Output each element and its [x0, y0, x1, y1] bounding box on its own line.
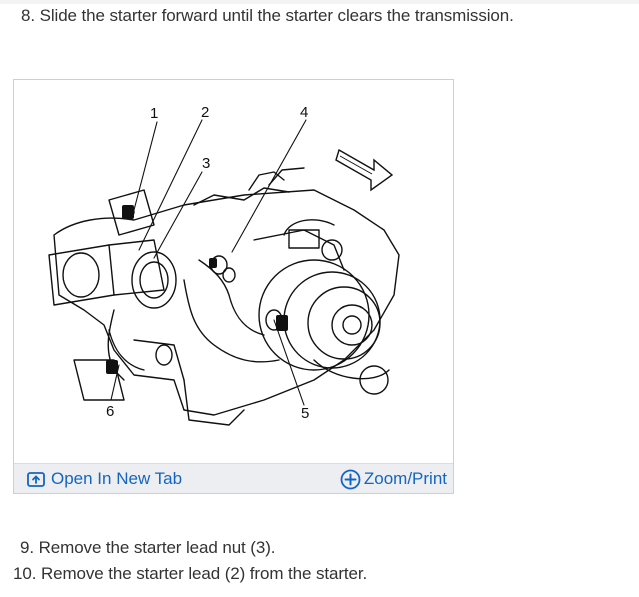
open-in-new-tab-label: Open In New Tab — [51, 469, 183, 488]
open-in-new-tab-link[interactable]: Open In New Tab — [27, 464, 182, 494]
starter-diagram: 1 2 3 4 5 6 — [48, 104, 400, 426]
open-new-tab-icon — [27, 471, 45, 487]
callout-6: 6 — [106, 403, 114, 420]
figure-container: 1 2 3 4 5 6 Open In New Tab Zoom/Print — [13, 79, 454, 494]
plus-circle-icon — [340, 469, 361, 490]
step-8-text: 8. Slide the starter forward until the s… — [21, 6, 514, 25]
callout-2: 2 — [201, 104, 209, 121]
callout-3: 3 — [202, 155, 210, 172]
zoom-print-link[interactable]: Zoom/Print — [340, 464, 447, 494]
callout-4: 4 — [300, 104, 308, 121]
zoom-print-label: Zoom/Print — [363, 469, 447, 488]
figure-toolbar: Open In New Tab Zoom/Print — [14, 463, 453, 493]
top-divider — [0, 0, 639, 4]
callout-5: 5 — [301, 405, 309, 422]
step-10-text: 10. Remove the starter lead (2) from the… — [13, 564, 368, 583]
direction-arrow-icon — [335, 148, 394, 192]
step-9-text: 9. Remove the starter lead nut (3). — [20, 538, 276, 557]
callout-1: 1 — [150, 105, 158, 122]
